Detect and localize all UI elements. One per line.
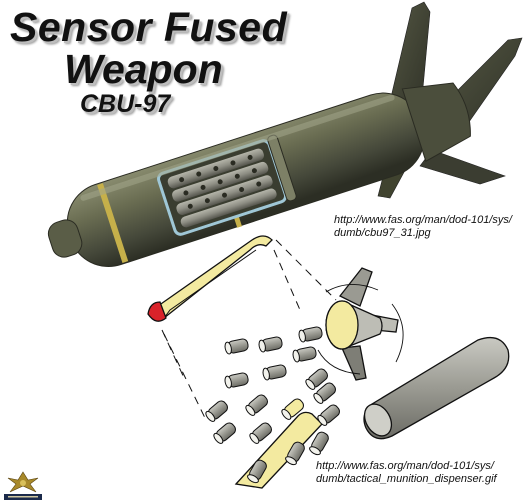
cbu97-bomb: [47, 1, 523, 267]
dispenser-aft-body: [363, 336, 510, 440]
dispenser-tail-section: [317, 267, 404, 381]
internal-submunitions: [167, 148, 277, 228]
diagram-source-url-line2: dumb/tactical_munition_dispenser.gif: [316, 473, 497, 485]
nose-cap: [47, 219, 83, 258]
yellow-band-front: [97, 183, 129, 263]
photo-source-caption: http://www.fas.org/man/dod-101/sys/ dumb…: [334, 214, 512, 240]
title-line-1: Sensor Fused: [10, 4, 288, 50]
dispenser-shell-upper: [157, 235, 273, 320]
photo-source-url-line2: dumb/cbu97_31.jpg: [334, 227, 431, 239]
photo-source-url-line1: http://www.fas.org/man/dod-101/sys/: [334, 214, 512, 226]
title-designation: CBU-97: [80, 90, 171, 118]
diagram-source-url-line1: http://www.fas.org/man/dod-101/sys/: [316, 460, 494, 472]
dispenser-nose: [147, 301, 167, 322]
tail-fin-bottom: [419, 149, 506, 185]
submunitions: [205, 326, 340, 484]
diagram-source-caption: http://www.fas.org/man/dod-101/sys/ dumb…: [316, 460, 497, 486]
watermark-logo: [4, 471, 42, 500]
title-line-2: Weapon: [64, 46, 223, 92]
tail-cone: [401, 82, 471, 162]
dispenser-diagram: [147, 235, 510, 489]
